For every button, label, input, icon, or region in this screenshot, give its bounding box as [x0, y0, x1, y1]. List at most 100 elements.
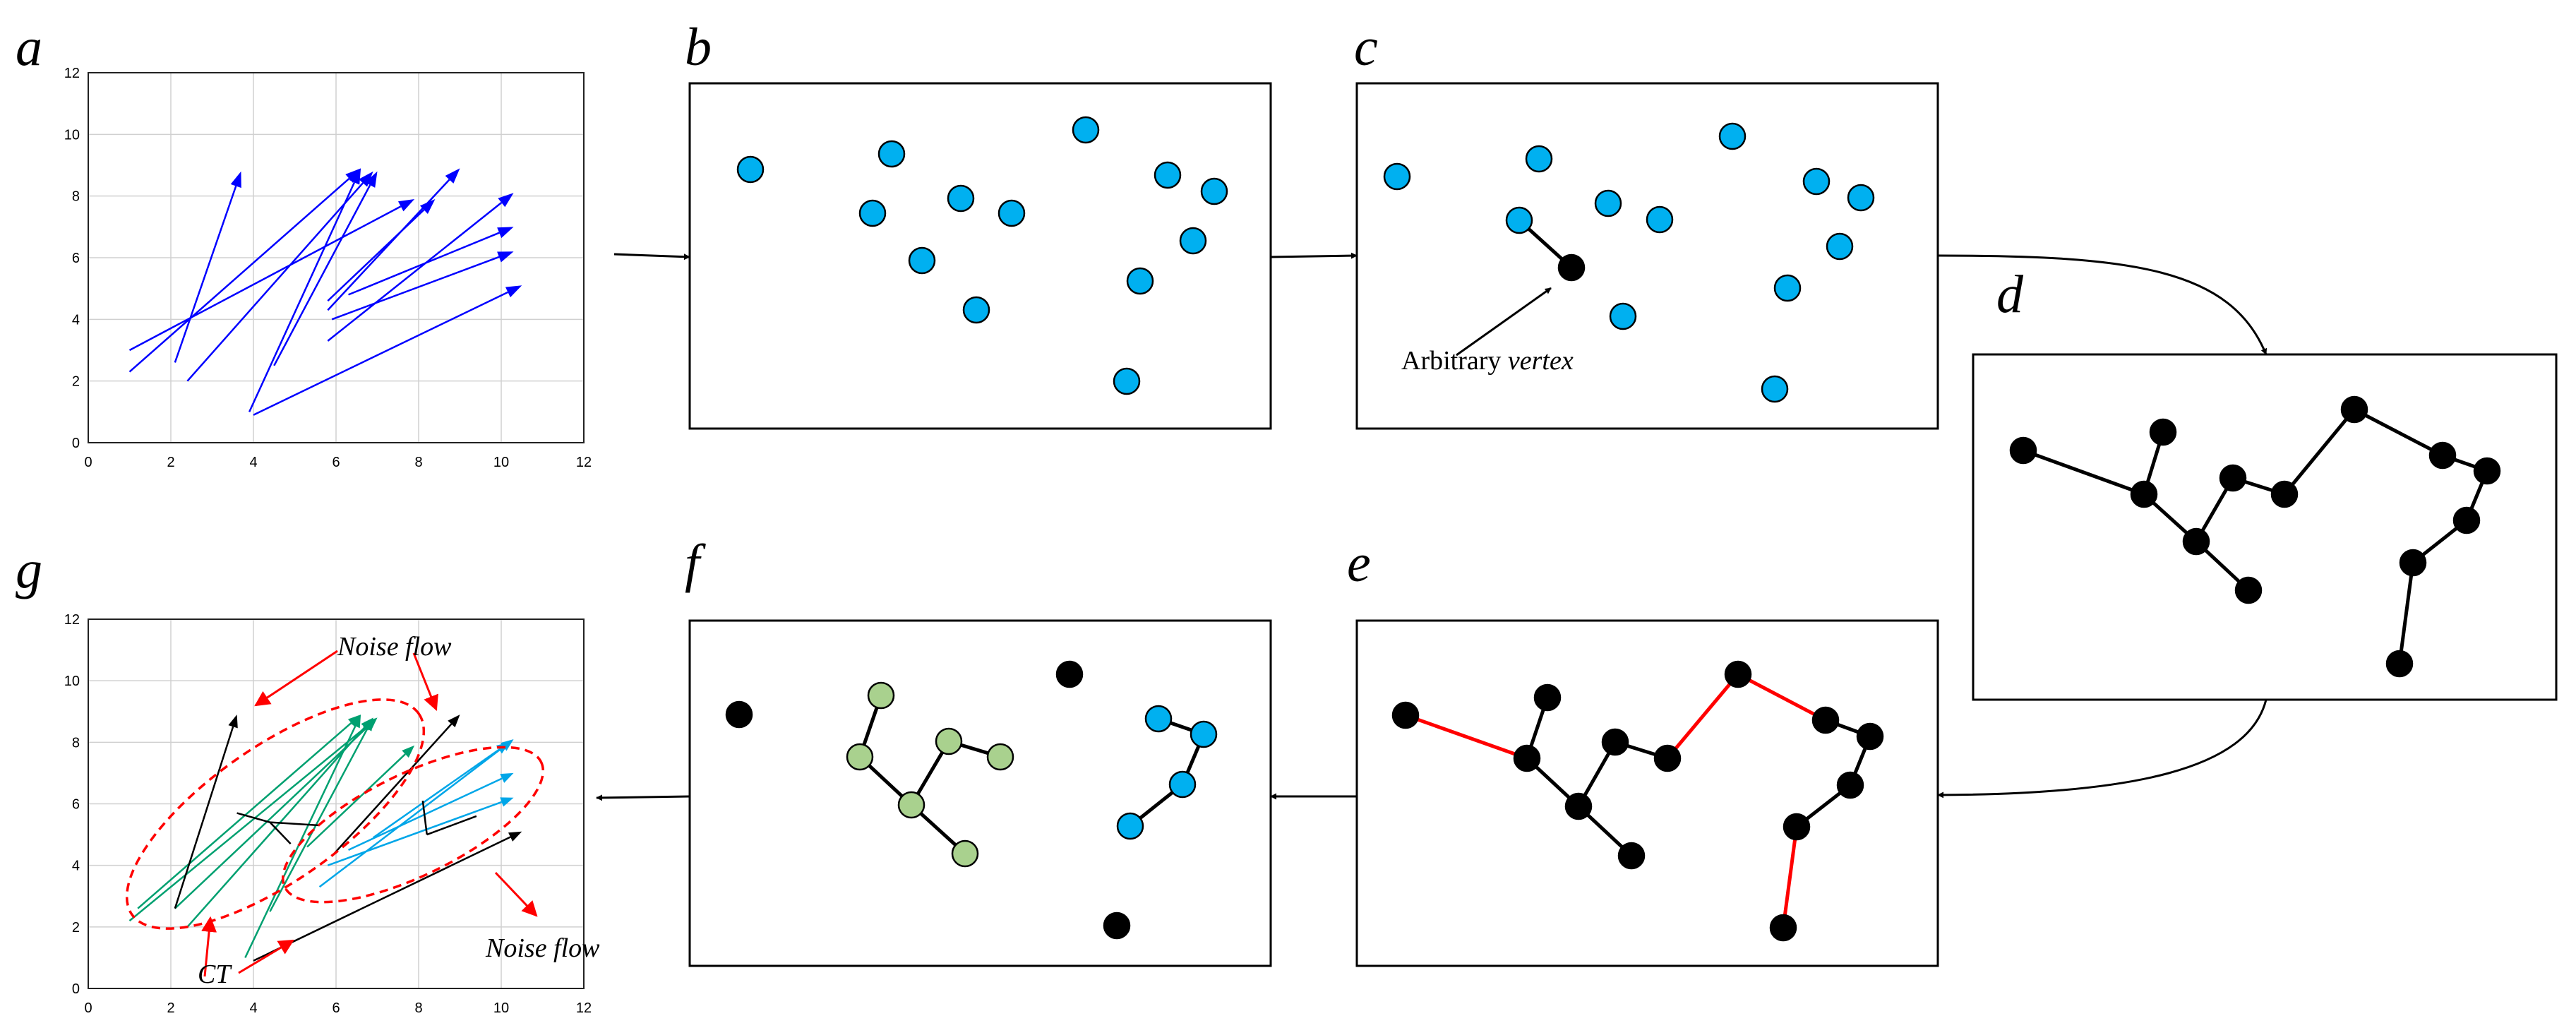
graph-node	[867, 681, 895, 710]
panel-b-nodes	[736, 116, 1228, 395]
plot-g-ytick-label: 10	[64, 674, 80, 689]
graph-edge	[2353, 407, 2444, 458]
cluster1-ellipse	[125, 698, 426, 930]
panel-letter-b: b	[685, 18, 712, 77]
graph-node	[1525, 145, 1553, 173]
panel-letter-c: c	[1354, 18, 1378, 77]
plot-a-ytick-label: 10	[64, 127, 80, 143]
cluster1-flow-arrow	[269, 717, 373, 912]
plot-g-xtick-label: 10	[493, 1000, 509, 1016]
noise-flow-arrow	[253, 831, 522, 962]
graph-node	[1769, 914, 1797, 942]
graph-node	[1836, 771, 1864, 799]
flow-arrow	[348, 227, 514, 296]
panel-f-clusters	[725, 660, 1218, 940]
graph-node	[1144, 705, 1173, 733]
panel-d-tree	[2009, 395, 2501, 678]
plot-g-xtick-label: 4	[249, 1000, 257, 1016]
flow-arrow	[273, 171, 378, 366]
mst-edge	[426, 815, 477, 836]
noise-flow-arrow	[331, 715, 460, 857]
plot-a-ytick-label: 12	[64, 66, 80, 81]
panel-letter-e: e	[1347, 534, 1371, 593]
plot-a-xtick-label: 8	[414, 455, 422, 470]
graph-node	[1609, 302, 1637, 330]
plot-a-ytick-label: 0	[72, 436, 80, 451]
plot-a-xtick-label: 2	[167, 455, 174, 470]
panel-b	[688, 82, 1272, 430]
plot-a-xtick-label: 4	[249, 455, 257, 470]
graph-node	[2473, 457, 2501, 485]
plot-a-axes-frame	[88, 72, 585, 443]
plot-g-ytick-label: 0	[72, 981, 80, 997]
graph-node	[1200, 177, 1228, 205]
plot-g-ytick-label: 4	[72, 859, 80, 874]
panel-c-nodes	[1383, 122, 1875, 403]
annotation-arrow	[412, 652, 438, 712]
mst-edge	[270, 821, 320, 827]
graph-node	[1594, 189, 1622, 217]
plot-g-xtick-label: 2	[167, 1000, 174, 1016]
flow-arrow	[327, 199, 436, 302]
plot-a-ytick-label: 4	[72, 312, 80, 328]
graph-edge	[1737, 672, 1827, 722]
mst-edge	[236, 812, 270, 823]
graph-node	[1116, 812, 1144, 840]
panel-letter-d: d	[1996, 265, 2024, 324]
graph-node	[2385, 650, 2414, 678]
graph-node	[1653, 744, 1682, 772]
graph-edge	[2397, 562, 2415, 664]
graph-node	[1190, 720, 1218, 748]
graph-node	[1826, 232, 1854, 261]
graph-node	[1761, 375, 1789, 403]
flow-arrow	[327, 168, 460, 311]
graph-node	[2340, 395, 2368, 424]
graph-node	[2270, 480, 2299, 508]
flow-arrow-d-to-e	[1937, 699, 2268, 799]
plot-g-xtick-label: 12	[576, 1000, 592, 1016]
panel-letter-g: g	[16, 540, 42, 599]
graph-node	[725, 700, 753, 729]
annotation-arrow	[238, 939, 294, 974]
graph-node	[1601, 728, 1629, 756]
graph-node	[1383, 162, 1411, 191]
panel-f	[688, 619, 1272, 967]
panel-d	[1972, 353, 2558, 701]
graph-edge	[2023, 448, 2145, 496]
graph-node	[1564, 792, 1593, 820]
plot-a-ytick-label: 8	[72, 189, 80, 205]
graph-node	[1856, 722, 1884, 751]
graph-node	[1072, 116, 1100, 144]
flow-arrow	[186, 171, 373, 382]
flow-arrow-c-to-d	[1937, 254, 2268, 355]
graph-node	[947, 184, 975, 213]
graph-node	[1391, 701, 1420, 729]
plot-g-xtick-label: 8	[414, 1000, 422, 1016]
plot-g-ytick-label: 2	[72, 920, 80, 936]
graph-edge	[1405, 713, 1528, 760]
plot-g-ytick-label: 8	[72, 735, 80, 751]
graph-node	[908, 246, 936, 275]
annotation-arrow	[494, 871, 538, 917]
flow-arrow	[128, 168, 361, 373]
annotation-arrow	[254, 650, 338, 707]
plot-a-ytick-label: 2	[72, 374, 80, 390]
graph-node	[986, 743, 1014, 771]
ct-label: CT	[198, 960, 232, 989]
graph-node	[1773, 274, 1802, 302]
panel-e	[1355, 619, 1939, 967]
mst-edge	[421, 800, 428, 835]
graph-node	[1533, 683, 1562, 712]
graph-node	[1505, 206, 1533, 234]
flow-arrow	[174, 171, 241, 363]
graph-node	[846, 743, 874, 771]
plot-g-xtick-label: 0	[84, 1000, 92, 1016]
graph-node	[877, 140, 906, 168]
graph-node	[2009, 436, 2037, 465]
arbitrary-vertex-pointer	[1456, 287, 1552, 357]
flow-arrow-a-to-b	[613, 253, 690, 261]
graph-node	[2149, 418, 2177, 446]
graph-node	[1724, 660, 1752, 688]
graph-node	[1847, 184, 1875, 212]
panel-letter-f: f	[685, 534, 706, 593]
